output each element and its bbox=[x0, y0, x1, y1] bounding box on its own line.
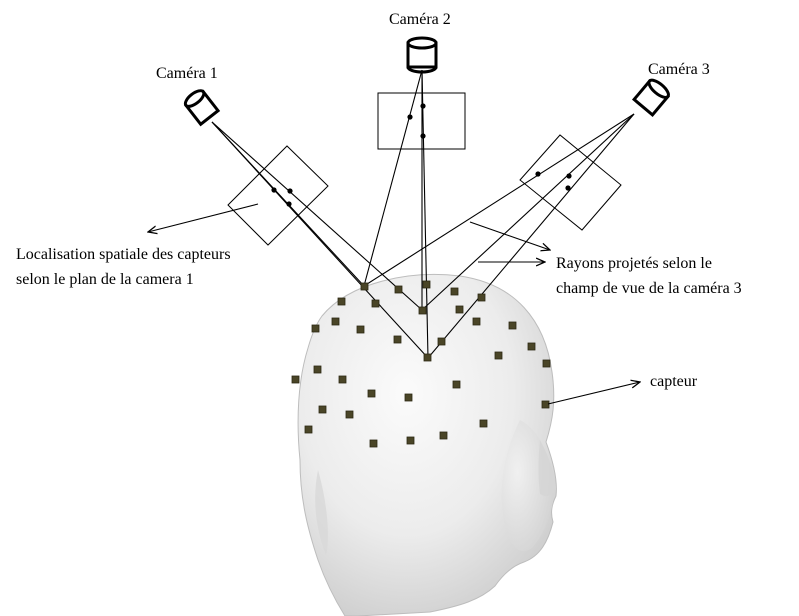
sensor bbox=[494, 351, 503, 360]
sensor bbox=[423, 353, 432, 362]
sensor bbox=[452, 380, 461, 389]
sensor bbox=[338, 375, 347, 384]
sensor bbox=[472, 317, 481, 326]
sensor bbox=[311, 324, 320, 333]
head-shape bbox=[297, 274, 557, 616]
sensor bbox=[437, 337, 446, 346]
spatial-localization-line1: Localisation spatiale des capteurs bbox=[16, 246, 231, 263]
sensor bbox=[371, 299, 380, 308]
camera-3-label: Caméra 3 bbox=[648, 61, 710, 78]
camera-1-icon bbox=[183, 89, 221, 127]
sensor bbox=[393, 335, 402, 344]
sensor bbox=[337, 297, 346, 306]
projected-rays-line1: Rayons projetés selon le bbox=[556, 255, 712, 272]
spatial-localization-line2: selon le plan de la camera 1 bbox=[16, 271, 194, 288]
sensor bbox=[394, 285, 403, 294]
sensor bbox=[291, 375, 300, 384]
sensor bbox=[527, 342, 536, 351]
sensor bbox=[439, 431, 448, 440]
plane-camera-1 bbox=[227, 145, 329, 246]
arrow-rays-upper bbox=[469, 221, 550, 250]
projection-rays bbox=[211, 69, 635, 359]
arrow-sensor bbox=[547, 382, 640, 405]
sensor bbox=[318, 405, 327, 414]
sensor bbox=[455, 305, 464, 314]
annotation-arrows bbox=[148, 203, 640, 405]
sensor bbox=[542, 359, 551, 368]
camera-2-icon bbox=[406, 36, 438, 74]
sensor-label: capteur bbox=[650, 373, 698, 390]
sensors bbox=[291, 280, 551, 448]
sensor bbox=[508, 321, 517, 330]
sensor bbox=[356, 325, 365, 334]
head-model bbox=[297, 274, 557, 616]
camera-3-icon bbox=[631, 78, 671, 118]
sensor bbox=[313, 365, 322, 374]
camera-2-label: Caméra 2 bbox=[389, 11, 451, 28]
ear-shading bbox=[315, 470, 328, 555]
sensor bbox=[422, 280, 431, 289]
sensor bbox=[331, 317, 340, 326]
sensor bbox=[450, 287, 459, 296]
sensor bbox=[418, 306, 427, 315]
sensor bbox=[345, 410, 354, 419]
sensor bbox=[404, 393, 413, 402]
camera-1-label: Caméra 1 bbox=[156, 65, 218, 82]
sensor bbox=[367, 389, 376, 398]
sensor bbox=[304, 425, 313, 434]
plane-camera-3 bbox=[519, 134, 622, 231]
arrow-localization bbox=[148, 203, 259, 232]
projected-rays-line2: champ de vue de la caméra 3 bbox=[556, 280, 742, 297]
sensor bbox=[477, 293, 486, 302]
sensor bbox=[360, 282, 369, 291]
projected-points bbox=[271, 103, 572, 207]
nose-shading bbox=[538, 440, 556, 497]
projection-planes bbox=[227, 92, 622, 246]
sensor bbox=[369, 439, 378, 448]
sensor bbox=[541, 400, 550, 409]
plane-camera-2 bbox=[377, 92, 466, 150]
sensor bbox=[406, 436, 415, 445]
sensor bbox=[479, 419, 488, 428]
